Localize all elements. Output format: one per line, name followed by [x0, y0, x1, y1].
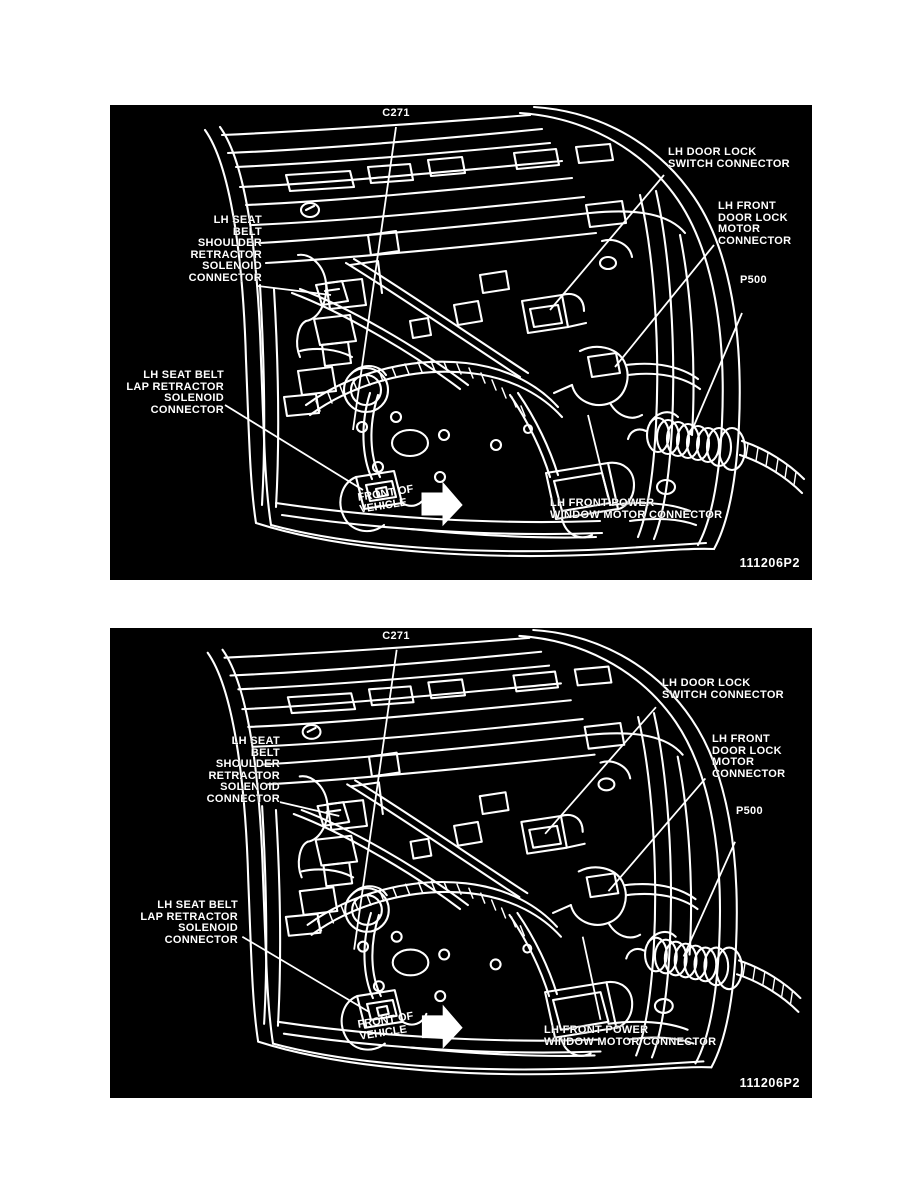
leader-shoulder [279, 801, 340, 817]
label-lh-seat-belt-lap-retractor-solenoid-connector: LH SEAT BELT LAP RETRACTOR SOLENOID CONN… [140, 899, 238, 946]
label-p500: P500 [740, 274, 767, 286]
leader-c271 [352, 126, 397, 431]
leader-p500 [682, 841, 736, 957]
leader-lines-2 [241, 649, 736, 1021]
label-p500: P500 [736, 805, 763, 817]
label-c271: C271 [382, 630, 410, 642]
door-lineart-1 [203, 105, 806, 558]
leader-door-lock-switch [544, 706, 657, 835]
leader-lap [224, 404, 364, 491]
panel-1-artwork: C271 LH SEAT BELT SHOULDER RETRACTOR SOL… [110, 105, 812, 580]
leader-window-motor [587, 414, 609, 498]
label-lh-door-lock-switch-connector: LH DOOR LOCK SWITCH CONNECTOR [668, 146, 790, 170]
leader-shoulder [257, 285, 332, 296]
leader-c271 [353, 649, 398, 950]
label-lh-front-power-window-motor-connector: LH FRONT POWER WINDOW MOTOR CONNECTOR [550, 497, 723, 521]
diagram-panel-1: C271 LH SEAT BELT SHOULDER RETRACTOR SOL… [110, 105, 812, 580]
figure-id-1: 111206P2 [739, 556, 800, 570]
leader-lines-1 [224, 126, 743, 498]
front-of-vehicle-arrow [421, 1004, 463, 1049]
door-lineart-2 [206, 628, 802, 1076]
front-of-vehicle-arrow [421, 481, 463, 527]
diagram-panel-2: C271 LH SEAT BELT SHOULDER RETRACTOR SOL… [110, 628, 812, 1098]
label-lh-front-power-window-motor-connector: LH FRONT POWER WINDOW MOTOR CONNECTOR [544, 1024, 717, 1048]
leader-door-lock-motor [607, 777, 707, 892]
panel-2-artwork: C271 LH SEAT BELT SHOULDER RETRACTOR SOL… [110, 628, 812, 1098]
label-lh-door-lock-switch-connector: LH DOOR LOCK SWITCH CONNECTOR [662, 677, 784, 701]
label-lh-seat-belt-shoulder-retractor-solenoid-connector: LH SEAT BELT SHOULDER RETRACTOR SOLENOID… [206, 735, 280, 805]
label-c271: C271 [382, 107, 410, 119]
figure-id-2: 111206P2 [739, 1076, 800, 1090]
leader-lap [241, 935, 370, 1013]
leader-door-lock-switch [549, 174, 665, 311]
label-lh-front-door-lock-motor-connector: LH FRONT DOOR LOCK MOTOR CONNECTOR [712, 733, 786, 780]
label-lh-seat-belt-lap-retractor-solenoid-connector: LH SEAT BELT LAP RETRACTOR SOLENOID CONN… [126, 369, 224, 416]
label-lh-front-door-lock-motor-connector: LH FRONT DOOR LOCK MOTOR CONNECTOR [718, 200, 792, 247]
leader-p500 [689, 312, 743, 436]
leader-door-lock-motor [614, 244, 715, 368]
leader-window-motor [581, 936, 602, 1021]
label-lh-seat-belt-shoulder-retractor-solenoid-connector: LH SEAT BELT SHOULDER RETRACTOR SOLENOID… [188, 214, 262, 284]
